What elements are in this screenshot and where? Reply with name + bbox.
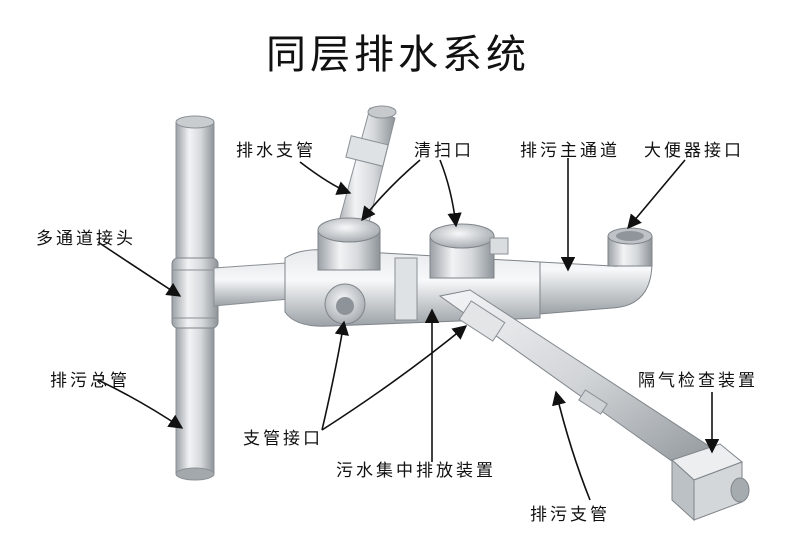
- label-cleanout: 清扫口: [414, 136, 474, 161]
- label-multi-joint: 多通道接头: [36, 224, 136, 249]
- label-branch-inlet: 支管接口: [243, 424, 323, 449]
- arrow-cleanout-right: [440, 160, 456, 226]
- branch-inlet-stub: [325, 284, 365, 324]
- arrow-branch-inlet-2: [322, 326, 466, 430]
- page-title: 同层排水系统: [0, 22, 796, 80]
- arrow-toilet-connector: [628, 160, 685, 228]
- label-air-box: 隔气检查装置: [638, 366, 758, 391]
- arrow-multi-joint: [98, 242, 180, 296]
- label-main-channel: 排污主通道: [520, 136, 620, 161]
- arrow-branch-inlet: [322, 322, 344, 430]
- main-channel-pipe: [540, 228, 652, 314]
- cleanout-left: [318, 218, 380, 270]
- label-sewage-branch: 排污支管: [530, 500, 610, 525]
- arrow-sewage-branch: [556, 392, 590, 500]
- label-toilet-connector: 大便器接口: [644, 136, 744, 161]
- arrow-branch-pipe: [300, 162, 350, 193]
- label-main-stack: 排污总管: [50, 366, 130, 391]
- label-branch-pipe: 排水支管: [236, 136, 316, 161]
- label-collector: 污水集中排放装置: [336, 456, 496, 481]
